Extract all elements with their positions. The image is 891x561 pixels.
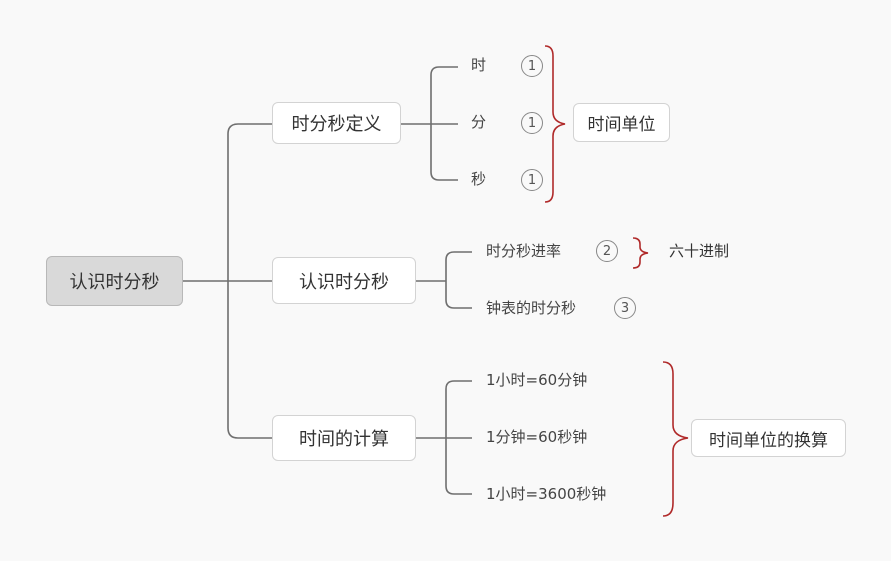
summary-sexagesimal[interactable]: 六十进制 — [669, 242, 730, 260]
leaf-second[interactable]: 秒 — [471, 170, 487, 188]
summary-unit-conversion[interactable]: 时间单位的换算 — [691, 419, 846, 457]
topic-recognize[interactable]: 认识时分秒 — [272, 257, 416, 304]
topic-definition[interactable]: 时分秒定义 — [272, 102, 401, 144]
leaf-minute[interactable]: 分 — [471, 113, 487, 131]
marker-1-icon: 1 — [521, 169, 543, 191]
marker-3-icon: 3 — [614, 297, 636, 319]
marker-1-icon: 1 — [521, 55, 543, 77]
leaf-minute-to-seconds[interactable]: 1分钟=60秒钟 — [486, 428, 588, 446]
summary-time-unit[interactable]: 时间单位 — [573, 103, 670, 142]
marker-2-icon: 2 — [596, 240, 618, 262]
root-topic[interactable]: 认识时分秒 — [46, 256, 183, 306]
brace-time-unit — [544, 45, 566, 203]
leaf-conversion-rate[interactable]: 时分秒进率 — [486, 242, 562, 260]
leaf-hour-to-minutes[interactable]: 1小时=60分钟 — [486, 371, 588, 389]
marker-1-icon: 1 — [521, 112, 543, 134]
leaf-hour[interactable]: 时 — [471, 56, 487, 74]
topic-calculation[interactable]: 时间的计算 — [272, 415, 416, 461]
leaf-hour-to-seconds[interactable]: 1小时=3600秒钟 — [486, 485, 607, 503]
leaf-clock-reading[interactable]: 钟表的时分秒 — [486, 299, 577, 317]
brace-sexagesimal — [632, 237, 649, 269]
brace-conversion — [662, 361, 689, 517]
